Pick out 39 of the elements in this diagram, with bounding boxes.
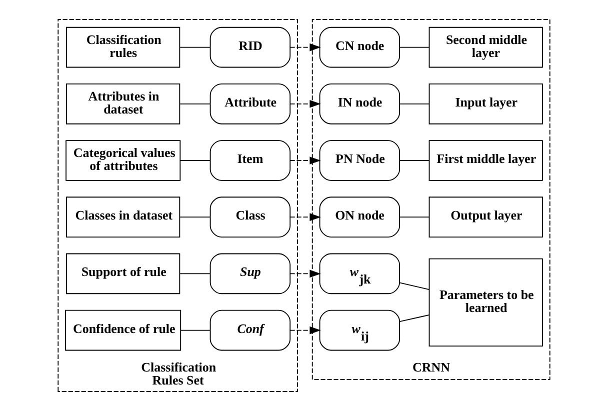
node-box: Parameters to be learned xyxy=(428,258,543,347)
connector xyxy=(399,314,430,322)
node-box: IN node xyxy=(319,84,400,124)
connector xyxy=(399,282,430,290)
node-box: Confidence of rule xyxy=(65,310,182,351)
arrow xyxy=(290,100,321,108)
node-box: PN Node xyxy=(319,140,400,181)
connector xyxy=(180,330,211,331)
connector xyxy=(180,46,211,48)
node-box: ON node xyxy=(319,196,400,238)
arrow xyxy=(290,326,321,334)
connector xyxy=(399,160,430,161)
node-box: Item xyxy=(210,140,291,181)
arrow xyxy=(290,43,321,52)
node-box: Classification rules xyxy=(66,26,180,68)
connector xyxy=(399,216,430,218)
node-box: Support of rule xyxy=(66,253,180,294)
node-box: Class xyxy=(210,196,291,238)
node-box: Categorical values of attributes xyxy=(66,140,181,181)
arrow xyxy=(290,156,321,164)
connector xyxy=(180,273,211,274)
node-box: Classes in dataset xyxy=(66,196,180,238)
connector xyxy=(180,160,210,161)
node-box: First middle layer xyxy=(428,140,543,181)
node-box: Attributes in dataset xyxy=(66,84,180,124)
connector xyxy=(399,46,430,48)
node-box: Input layer xyxy=(428,84,543,124)
node-box: CN node xyxy=(319,26,400,68)
arrow xyxy=(290,270,321,278)
connector xyxy=(180,216,211,218)
node-box: Sup xyxy=(210,253,291,294)
connector xyxy=(180,103,211,104)
arrow xyxy=(290,213,321,221)
connector xyxy=(399,103,430,104)
node-box: Second middle layer xyxy=(428,26,543,68)
node-box: Output layer xyxy=(428,196,543,238)
node-box: RID xyxy=(210,26,291,68)
node-box: Conf xyxy=(210,310,291,351)
node-box: Attribute xyxy=(210,84,291,124)
